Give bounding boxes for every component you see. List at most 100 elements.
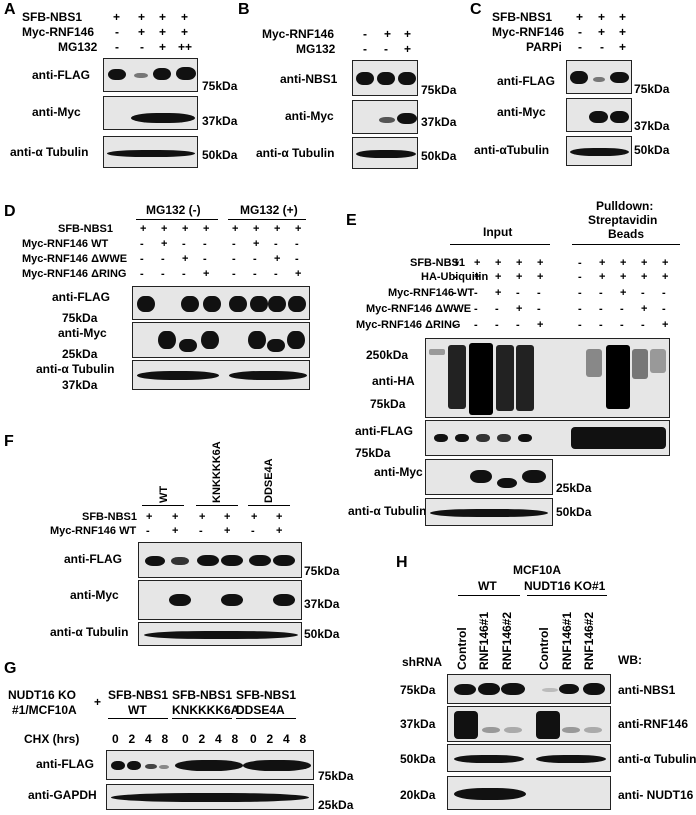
group-label: Pulldown:: [596, 199, 654, 213]
western-blot-tubulin: [566, 136, 632, 166]
marker-label: 75kDa: [421, 83, 457, 97]
group-top-label: SFB-NBS1: [108, 688, 169, 702]
panel-letter: E: [346, 212, 357, 229]
condition-label: Myc-RNF146 ΔWWE: [366, 303, 472, 315]
condition-label: SFB-NBS1: [22, 10, 83, 24]
marker-label: 37kDa: [634, 119, 670, 133]
western-blot-flag: [138, 542, 302, 578]
lane-mark: +: [537, 319, 544, 331]
panel-letter: A: [4, 1, 16, 18]
lane-mark: +: [619, 25, 627, 39]
group-line: [142, 505, 184, 506]
group-line: [236, 718, 296, 719]
lane-mark: +: [537, 257, 544, 269]
lane-mark: +: [159, 10, 167, 24]
lane-mark: -: [495, 319, 499, 331]
blot-label: anti-Myc: [58, 326, 107, 340]
lane-mark: -: [232, 238, 236, 250]
condition-label: MG132: [296, 42, 336, 56]
lane-mark: -: [537, 303, 541, 315]
marker-label: 37kDa: [62, 378, 98, 392]
lane-mark: +: [295, 268, 302, 280]
lane-mark: -: [662, 303, 666, 315]
lane-label: RNF146#2: [582, 611, 596, 670]
western-blot-tubulin: [447, 744, 611, 772]
blot-label: anti-Myc: [70, 588, 119, 602]
lane-mark: +: [404, 27, 412, 41]
lane-mark: -: [140, 268, 144, 280]
blot-label: anti-FLAG: [32, 68, 90, 82]
western-blot-tubulin: [425, 498, 553, 526]
panel-title: MCF10A: [513, 563, 562, 577]
lane-mark: +: [159, 25, 167, 39]
marker-label: 75kDa: [62, 311, 98, 325]
lane-mark: +: [599, 257, 606, 269]
lane-mark: -: [199, 525, 203, 537]
blot-label: anti- NUDT16: [618, 788, 694, 802]
western-blot-rnf146: [447, 706, 611, 742]
time-label: 0: [182, 732, 189, 746]
panel-letter: B: [238, 1, 250, 18]
condition-label: SFB-NBS1: [410, 257, 466, 269]
lane-mark: -: [578, 271, 582, 283]
group-line: [228, 219, 306, 220]
lane-mark: -: [161, 268, 165, 280]
blot-label: anti-α Tubulin: [10, 145, 89, 159]
group-label: WT: [478, 579, 497, 593]
group-line: [108, 718, 168, 719]
western-blot-tubulin: [103, 136, 198, 168]
time-label: 8: [299, 732, 307, 746]
condition-label: Myc-RNF146 WT: [388, 287, 475, 299]
lane-mark: +: [182, 223, 189, 235]
lane-mark: +: [182, 253, 189, 265]
lane-mark: +: [495, 287, 502, 299]
shrna-label: shRNA: [402, 655, 443, 669]
lane-mark: -: [140, 253, 144, 265]
time-label: 4: [215, 732, 222, 746]
lane-mark: +: [172, 525, 179, 537]
western-blot-flag: [106, 750, 314, 780]
blot-label: anti-HA: [372, 374, 415, 388]
lane-mark: -: [295, 238, 299, 250]
group-label: Beads: [608, 227, 645, 241]
condition-label: Myc-RNF146 WT: [22, 238, 109, 250]
lane-mark: -: [578, 287, 582, 299]
western-blot-gapdh: [106, 784, 314, 810]
lane-mark: -: [578, 25, 582, 39]
lane-mark: +: [474, 257, 481, 269]
group-line: [248, 505, 290, 506]
lane-mark: +: [172, 511, 179, 523]
group-top-label: SFB-NBS1: [236, 688, 297, 702]
lane-mark: +: [598, 10, 606, 24]
lane-mark: +: [641, 257, 648, 269]
lane-mark: +: [516, 257, 523, 269]
lane-mark: +: [662, 319, 669, 331]
lane-mark: -: [203, 238, 207, 250]
condition-label: Myc-RNF146 ΔRING: [22, 268, 127, 280]
blot-label: anti-αTubulin: [474, 143, 550, 157]
lane-mark: +: [203, 223, 210, 235]
group-label: Streptavidin: [588, 213, 658, 227]
blot-label: anti-NBS1: [280, 72, 338, 86]
lane-mark: +: [140, 223, 147, 235]
lane-mark: +: [576, 10, 584, 24]
lane-label: RNF146#2: [500, 611, 514, 670]
marker-label: 50kDa: [421, 149, 457, 163]
blot-label: anti-α Tubulin: [618, 752, 696, 766]
blot-label: anti-Myc: [32, 105, 81, 119]
lane-mark: +: [251, 511, 258, 523]
condition-label: Myc-RNF146: [262, 27, 335, 41]
marker-label: 25kDa: [62, 347, 98, 361]
lane-mark: +: [232, 223, 239, 235]
condition-label: HA-Ubiquitin: [421, 271, 489, 283]
panel-letter: D: [4, 203, 16, 220]
lane-mark: +: [598, 25, 606, 39]
western-blot-tubulin: [138, 622, 302, 646]
lane-mark: +: [159, 40, 167, 54]
marker-label: 25kDa: [556, 481, 592, 495]
lane-mark: +: [274, 253, 281, 265]
blot-label: anti-α Tubulin: [256, 146, 335, 160]
lane-mark: +: [181, 10, 189, 24]
lane-mark: +: [384, 27, 392, 41]
lane-mark: +: [181, 25, 189, 39]
